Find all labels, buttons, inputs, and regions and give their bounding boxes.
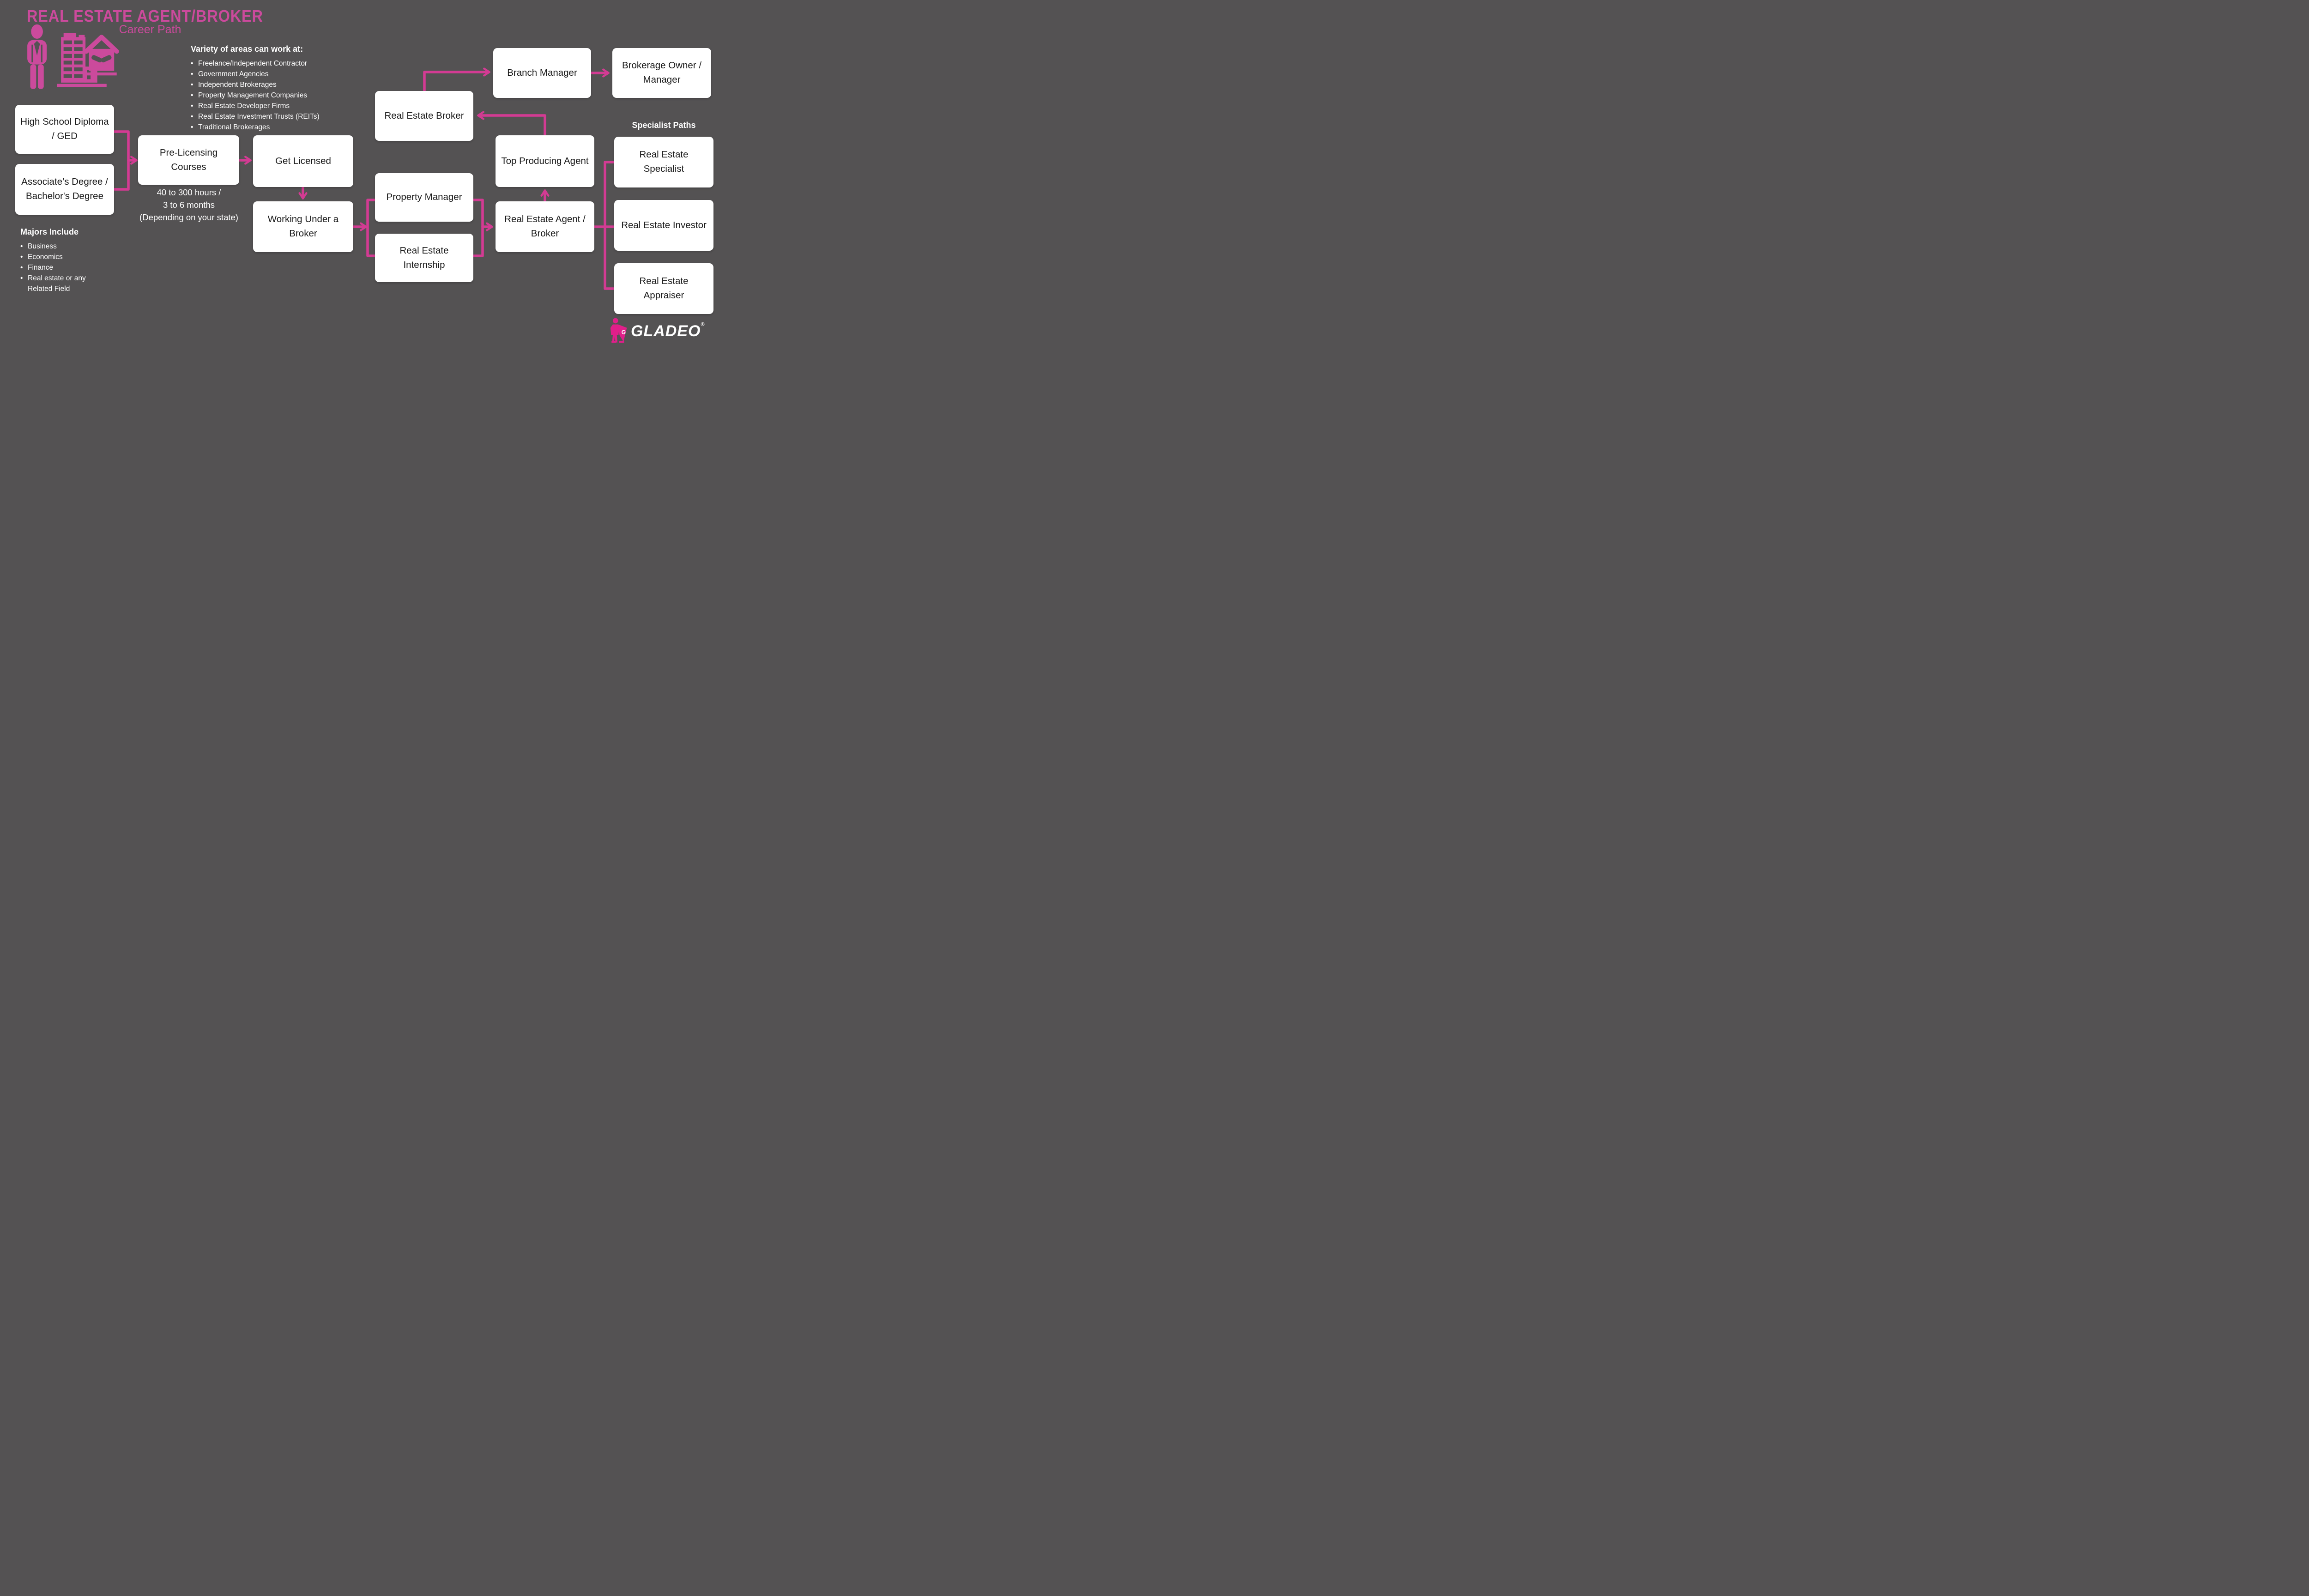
majors-list: Business Economics Finance Real estate o… <box>20 241 99 294</box>
page-subtitle: Career Path <box>119 23 181 36</box>
node-working-under-broker: Working Under a Broker <box>253 201 353 252</box>
note-line: (Depending on your state) <box>139 212 238 222</box>
svg-text:G: G <box>621 329 626 336</box>
major-item: Economics <box>20 252 99 262</box>
node-high-school-diploma: High School Diploma / GED <box>15 105 114 154</box>
note-line: 40 to 300 hours / <box>157 187 221 197</box>
majors-heading: Majors Include <box>20 227 79 236</box>
node-top-producing-agent: Top Producing Agent <box>496 135 594 187</box>
connector-split-left-bracket <box>366 199 376 257</box>
major-item: Finance <box>20 262 99 273</box>
career-path-infographic: REAL ESTATE AGENT/BROKER Career Path <box>0 0 724 362</box>
major-item: Real estate or any Related Field <box>20 273 99 294</box>
connector-agentbroker-to-specialists <box>593 161 616 290</box>
work-area-item: Government Agencies <box>191 69 320 79</box>
gladeo-brand-text: GLADEO <box>631 322 701 340</box>
node-associates-bachelors: Associate’s Degree / Bachelor's Degree <box>15 164 114 215</box>
work-area-item: Property Management Companies <box>191 90 320 101</box>
work-area-item: Real Estate Developer Firms <box>191 101 320 111</box>
work-area-item: Real Estate Investment Trusts (REITs) <box>191 111 320 122</box>
gladeo-wordmark: GLADEO® <box>631 322 705 340</box>
node-property-manager: Property Manager <box>375 173 473 222</box>
node-brokerage-owner-manager: Brokerage Owner / Manager <box>612 48 711 98</box>
work-area-item: Independent Brokerages <box>191 79 320 90</box>
pre-licensing-duration-note: 40 to 300 hours / 3 to 6 months (Dependi… <box>122 186 256 224</box>
node-real-estate-investor: Real Estate Investor <box>614 200 713 251</box>
realtor-building-handshake-icon <box>27 24 119 89</box>
connector-merge-right-bracket <box>472 199 484 257</box>
work-area-item: Traditional Brokerages <box>191 122 320 133</box>
work-areas-heading: Variety of areas can work at: <box>191 44 303 54</box>
gladeo-hero-icon: G <box>610 318 627 343</box>
node-real-estate-broker: Real Estate Broker <box>375 91 473 141</box>
node-get-licensed: Get Licensed <box>253 135 353 187</box>
handshake-house-icon <box>84 35 119 76</box>
node-pre-licensing-courses: Pre-Licensing Courses <box>138 135 239 185</box>
work-areas-list: Freelance/Independent Contractor Governm… <box>191 58 320 133</box>
note-line: 3 to 6 months <box>163 200 215 210</box>
specialist-paths-heading: Specialist Paths <box>632 121 696 130</box>
node-real-estate-appraiser: Real Estate Appraiser <box>614 263 713 314</box>
work-area-item: Freelance/Independent Contractor <box>191 58 320 69</box>
gladeo-logo: G GLADEO® <box>609 318 705 345</box>
node-real-estate-specialist: Real Estate Specialist <box>614 137 713 187</box>
node-branch-manager: Branch Manager <box>493 48 591 98</box>
arrow-topagent-to-broker <box>477 111 546 137</box>
connector-education-join <box>113 130 130 191</box>
page-title: REAL ESTATE AGENT/BROKER <box>27 6 263 25</box>
registered-trademark-symbol: ® <box>701 322 705 327</box>
major-item: Business <box>20 241 99 252</box>
node-real-estate-internship: Real Estate Internship <box>375 234 473 282</box>
node-real-estate-agent-broker: Real Estate Agent / Broker <box>496 201 594 252</box>
arrow-broker-to-branchmanager <box>423 67 490 92</box>
